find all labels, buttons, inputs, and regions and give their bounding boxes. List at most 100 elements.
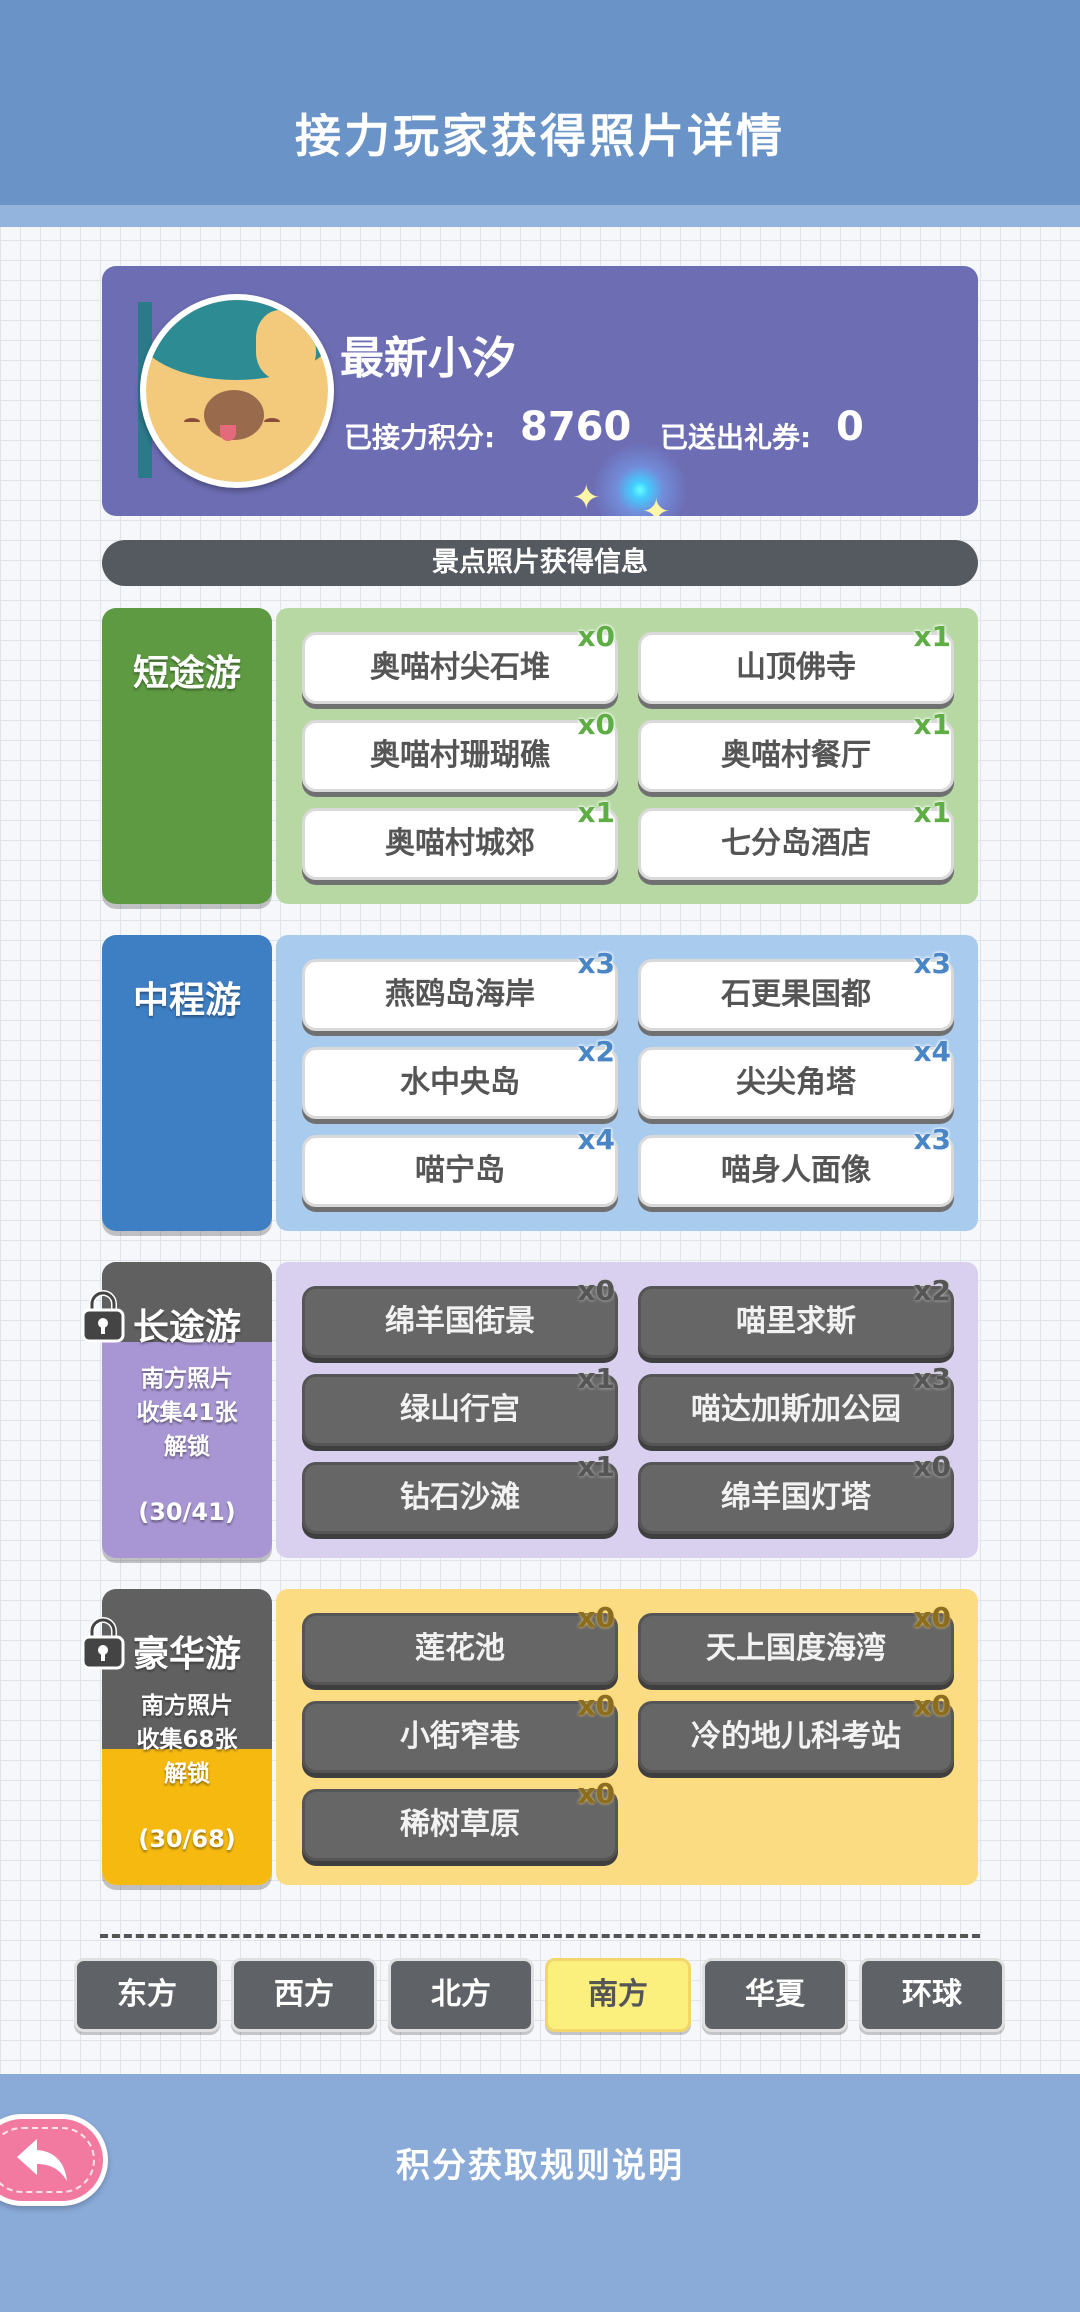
photo-name: 七分岛酒店 bbox=[721, 826, 871, 861]
player-profile-card: 最新小汐 已接力积分: 8760 已送出礼券: 0 ✦ ✦ bbox=[102, 266, 978, 516]
photo-name: 燕鸥岛海岸 bbox=[385, 977, 535, 1012]
lock-icon bbox=[81, 1617, 125, 1670]
header-strip bbox=[0, 205, 1080, 227]
tab-east[interactable]: 东方 bbox=[74, 1958, 220, 2032]
photo-name: 水中央岛 bbox=[400, 1065, 520, 1100]
tab-west[interactable]: 西方 bbox=[231, 1958, 377, 2032]
photo-name: 奥喵村尖石堆 bbox=[370, 650, 550, 685]
photo-item[interactable]: 绿山行宫 x1 bbox=[302, 1365, 618, 1446]
photo-count: x1 bbox=[577, 1450, 615, 1483]
photo-item[interactable]: 山顶佛寺 x1 bbox=[638, 623, 954, 704]
photo-item[interactable]: 奥喵村餐厅 x1 bbox=[638, 711, 954, 792]
photo-count: x3 bbox=[913, 1362, 951, 1395]
photo-count: x1 bbox=[913, 708, 951, 741]
photo-item[interactable]: 喵身人面像 x3 bbox=[638, 1126, 954, 1207]
photo-item[interactable]: 奥喵村尖石堆 x0 bbox=[302, 623, 618, 704]
photo-name: 钻石沙滩 bbox=[400, 1480, 520, 1515]
divider bbox=[100, 1934, 980, 1938]
photo-count: x0 bbox=[577, 1274, 615, 1307]
photo-name: 奥喵村餐厅 bbox=[721, 738, 871, 773]
photo-count: x2 bbox=[577, 1035, 615, 1068]
photo-count: x0 bbox=[913, 1450, 951, 1483]
footer-bar bbox=[0, 2074, 1080, 2312]
photo-name: 喵身人面像 bbox=[721, 1153, 871, 1188]
photo-item[interactable]: 燕鸥岛海岸 x3 bbox=[302, 950, 618, 1031]
section-title-bar: 景点照片获得信息 bbox=[102, 540, 978, 586]
tab-huaxia[interactable]: 华夏 bbox=[702, 1958, 848, 2032]
lock-icon bbox=[81, 1290, 125, 1343]
photo-name: 喵达加斯加公园 bbox=[691, 1392, 901, 1427]
points-rules-link[interactable]: 积分获取规则说明 bbox=[396, 2146, 684, 2186]
photo-item[interactable]: 七分岛酒店 x1 bbox=[638, 799, 954, 880]
photo-name: 绿山行宫 bbox=[400, 1392, 520, 1427]
player-name: 最新小汐 bbox=[340, 333, 516, 384]
category-label: 短途游 bbox=[102, 608, 272, 904]
category-title: 中程游 bbox=[132, 980, 241, 1021]
photo-name: 天上国度海湾 bbox=[706, 1631, 886, 1666]
category-label: 中程游 bbox=[102, 935, 272, 1231]
tab-south[interactable]: 南方 bbox=[545, 1958, 691, 2032]
photo-item[interactable]: 尖尖角塔 x4 bbox=[638, 1038, 954, 1119]
photo-item[interactable]: 绵羊国灯塔 x0 bbox=[638, 1453, 954, 1534]
tab-north[interactable]: 北方 bbox=[388, 1958, 534, 2032]
photo-item[interactable]: 喵达加斯加公园 x3 bbox=[638, 1365, 954, 1446]
photo-name: 石更果国都 bbox=[721, 977, 871, 1012]
unlock-line: 收集68张 bbox=[136, 1727, 238, 1753]
back-button[interactable] bbox=[0, 2114, 108, 2206]
photo-count: x1 bbox=[913, 620, 951, 653]
photo-count: x0 bbox=[577, 1601, 615, 1634]
unlock-requirement: 南方照片 收集68张 解锁 bbox=[102, 1689, 272, 1791]
unlock-requirement: 南方照片 收集41张 解锁 bbox=[102, 1362, 272, 1464]
unlock-line: 解锁 bbox=[164, 1761, 210, 1787]
back-arrow-icon bbox=[17, 2139, 67, 2181]
photo-name: 尖尖角塔 bbox=[736, 1065, 856, 1100]
photo-name: 莲花池 bbox=[415, 1631, 505, 1666]
photo-count: x0 bbox=[577, 708, 615, 741]
points-label: 已接力积分: bbox=[344, 421, 496, 454]
photo-count: x3 bbox=[577, 947, 615, 980]
photo-item[interactable]: 莲花池 x0 bbox=[302, 1604, 618, 1685]
photo-count: x3 bbox=[913, 1123, 951, 1156]
category-short-trip: 短途游 奥喵村尖石堆 x0 山顶佛寺 x1 奥喵村珊瑚礁 x0 奥喵村餐厅 x1 奥喵村… bbox=[102, 608, 978, 904]
tab-global[interactable]: 环球 bbox=[859, 1958, 1005, 2032]
unlock-line: 解锁 bbox=[164, 1434, 210, 1460]
category-title: 长途游 bbox=[132, 1307, 241, 1348]
photo-count: x0 bbox=[913, 1689, 951, 1722]
photo-count: x1 bbox=[577, 1362, 615, 1395]
gifts-label: 已送出礼券: bbox=[660, 421, 812, 454]
points-value: 8760 bbox=[520, 404, 632, 450]
photo-count: x1 bbox=[913, 796, 951, 829]
sparkle-icon: ✦ bbox=[642, 492, 671, 516]
category-title: 短途游 bbox=[132, 653, 241, 694]
photo-name: 喵里求斯 bbox=[736, 1304, 856, 1339]
photo-item[interactable]: 水中央岛 x2 bbox=[302, 1038, 618, 1119]
photo-count: x4 bbox=[913, 1035, 951, 1068]
photo-name: 喵宁岛 bbox=[415, 1153, 505, 1188]
photo-item[interactable]: 奥喵村珊瑚礁 x0 bbox=[302, 711, 618, 792]
photo-count: x0 bbox=[577, 620, 615, 653]
photo-name: 绵羊国灯塔 bbox=[721, 1480, 871, 1515]
photo-count: x1 bbox=[577, 796, 615, 829]
photo-name: 奥喵村珊瑚礁 bbox=[370, 738, 550, 773]
page-title: 接力玩家获得照片详情 bbox=[295, 109, 785, 163]
category-title: 豪华游 bbox=[132, 1634, 241, 1675]
photo-item[interactable]: 钻石沙滩 x1 bbox=[302, 1453, 618, 1534]
gifts-value: 0 bbox=[836, 404, 864, 450]
unlock-line: 收集41张 bbox=[136, 1400, 238, 1426]
photo-name: 山顶佛寺 bbox=[736, 650, 856, 685]
